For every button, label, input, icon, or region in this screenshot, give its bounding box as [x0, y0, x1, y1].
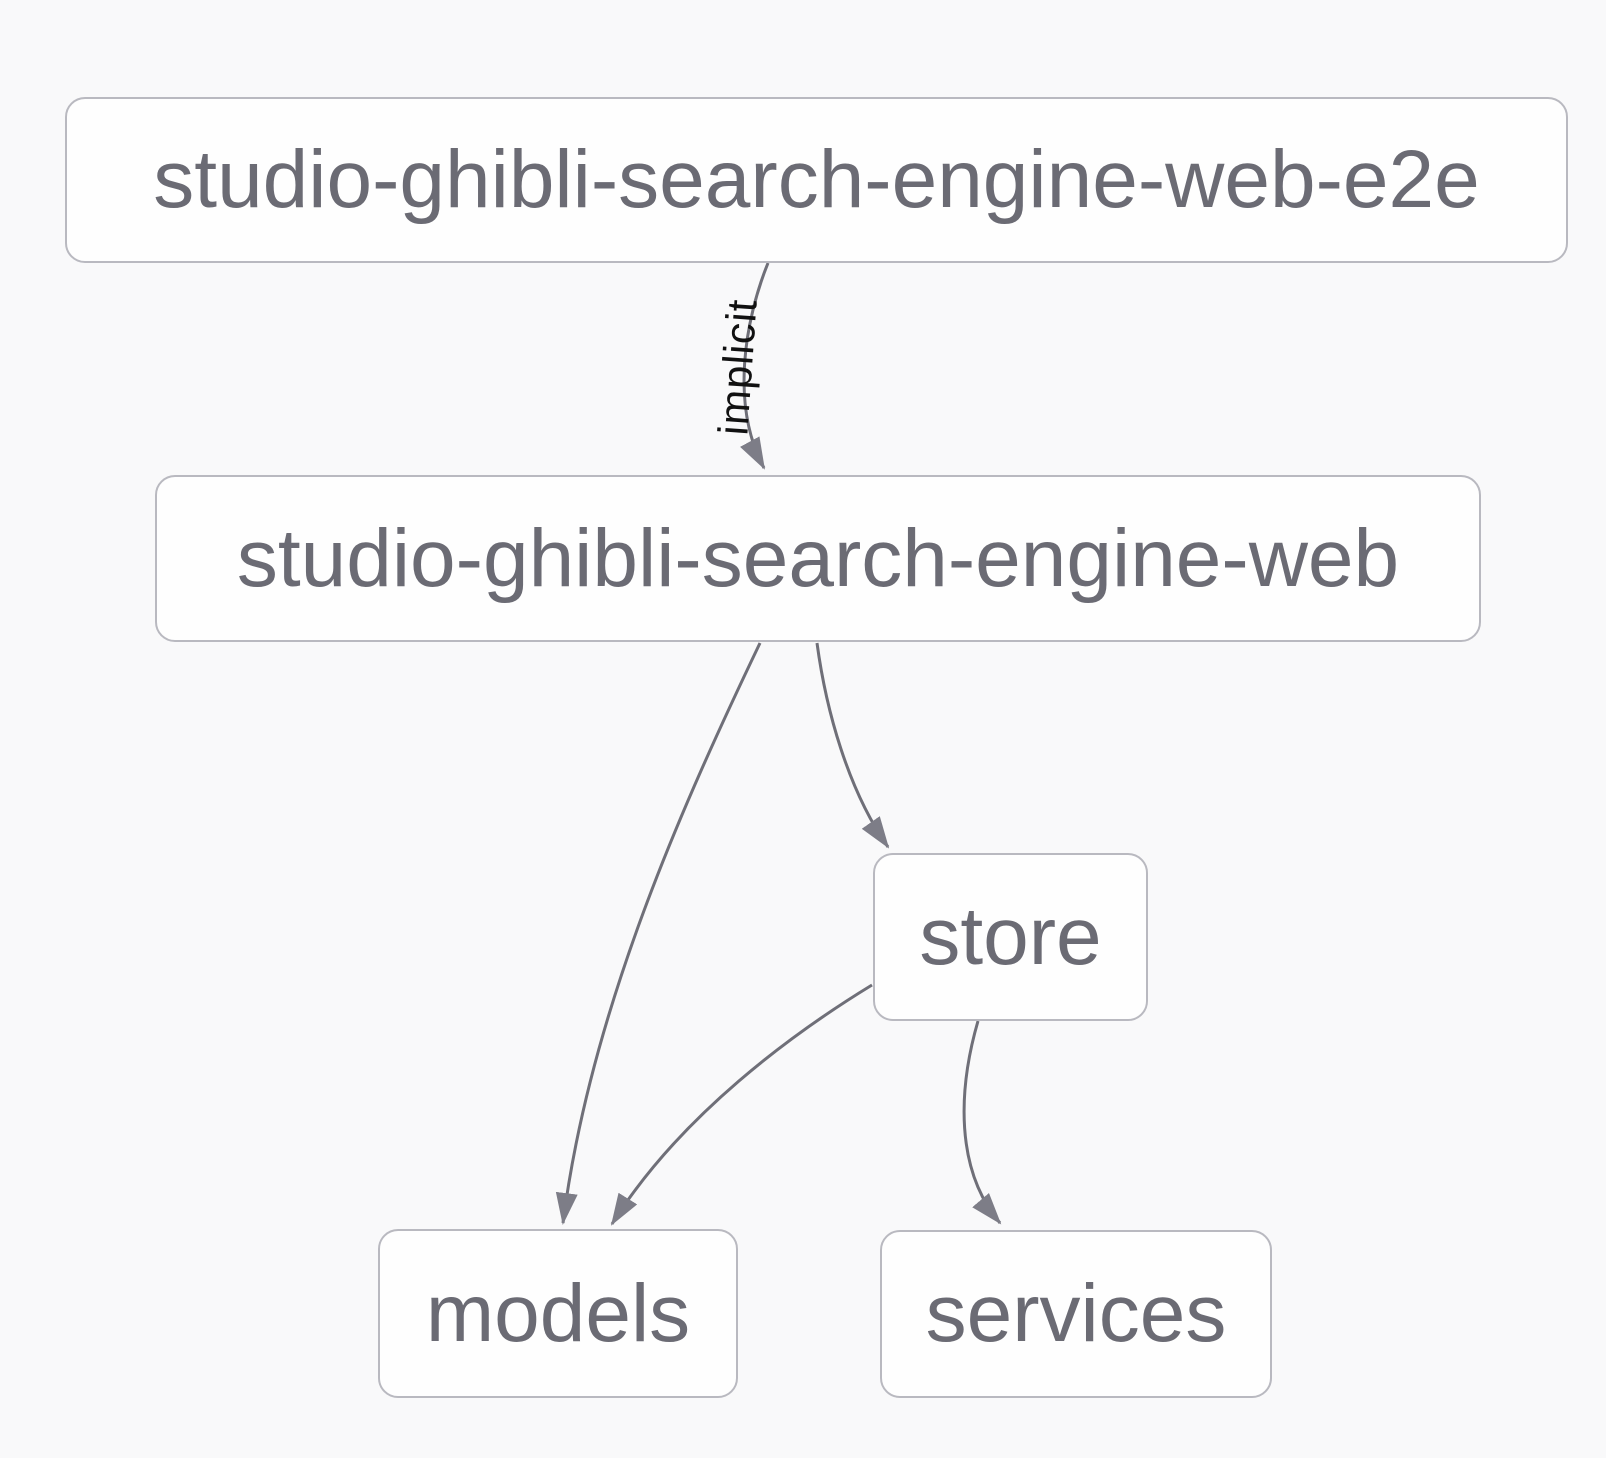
edge-label-implicit: implicit — [709, 297, 766, 437]
edge-web-store — [815, 642, 890, 849]
edge-store-models — [610, 983, 873, 1226]
node-label: store — [919, 891, 1102, 982]
node-models[interactable]: models — [378, 1229, 738, 1398]
node-label: models — [425, 1267, 691, 1359]
edge-web-models — [555, 642, 762, 1225]
edge-store-services — [962, 1020, 1002, 1225]
node-store[interactable]: store — [873, 853, 1148, 1021]
node-studio-ghibli-search-engine-web-e2e[interactable]: studio-ghibli-search-engine-web-e2e — [65, 97, 1568, 263]
node-services[interactable]: services — [880, 1230, 1272, 1398]
node-studio-ghibli-search-engine-web[interactable]: studio-ghibli-search-engine-web — [155, 475, 1481, 642]
edge-e2e-web — [740, 262, 770, 470]
node-label: services — [925, 1268, 1227, 1359]
node-label: studio-ghibli-search-engine-web-e2e — [153, 134, 1480, 225]
node-label: studio-ghibli-search-engine-web — [236, 512, 1400, 604]
